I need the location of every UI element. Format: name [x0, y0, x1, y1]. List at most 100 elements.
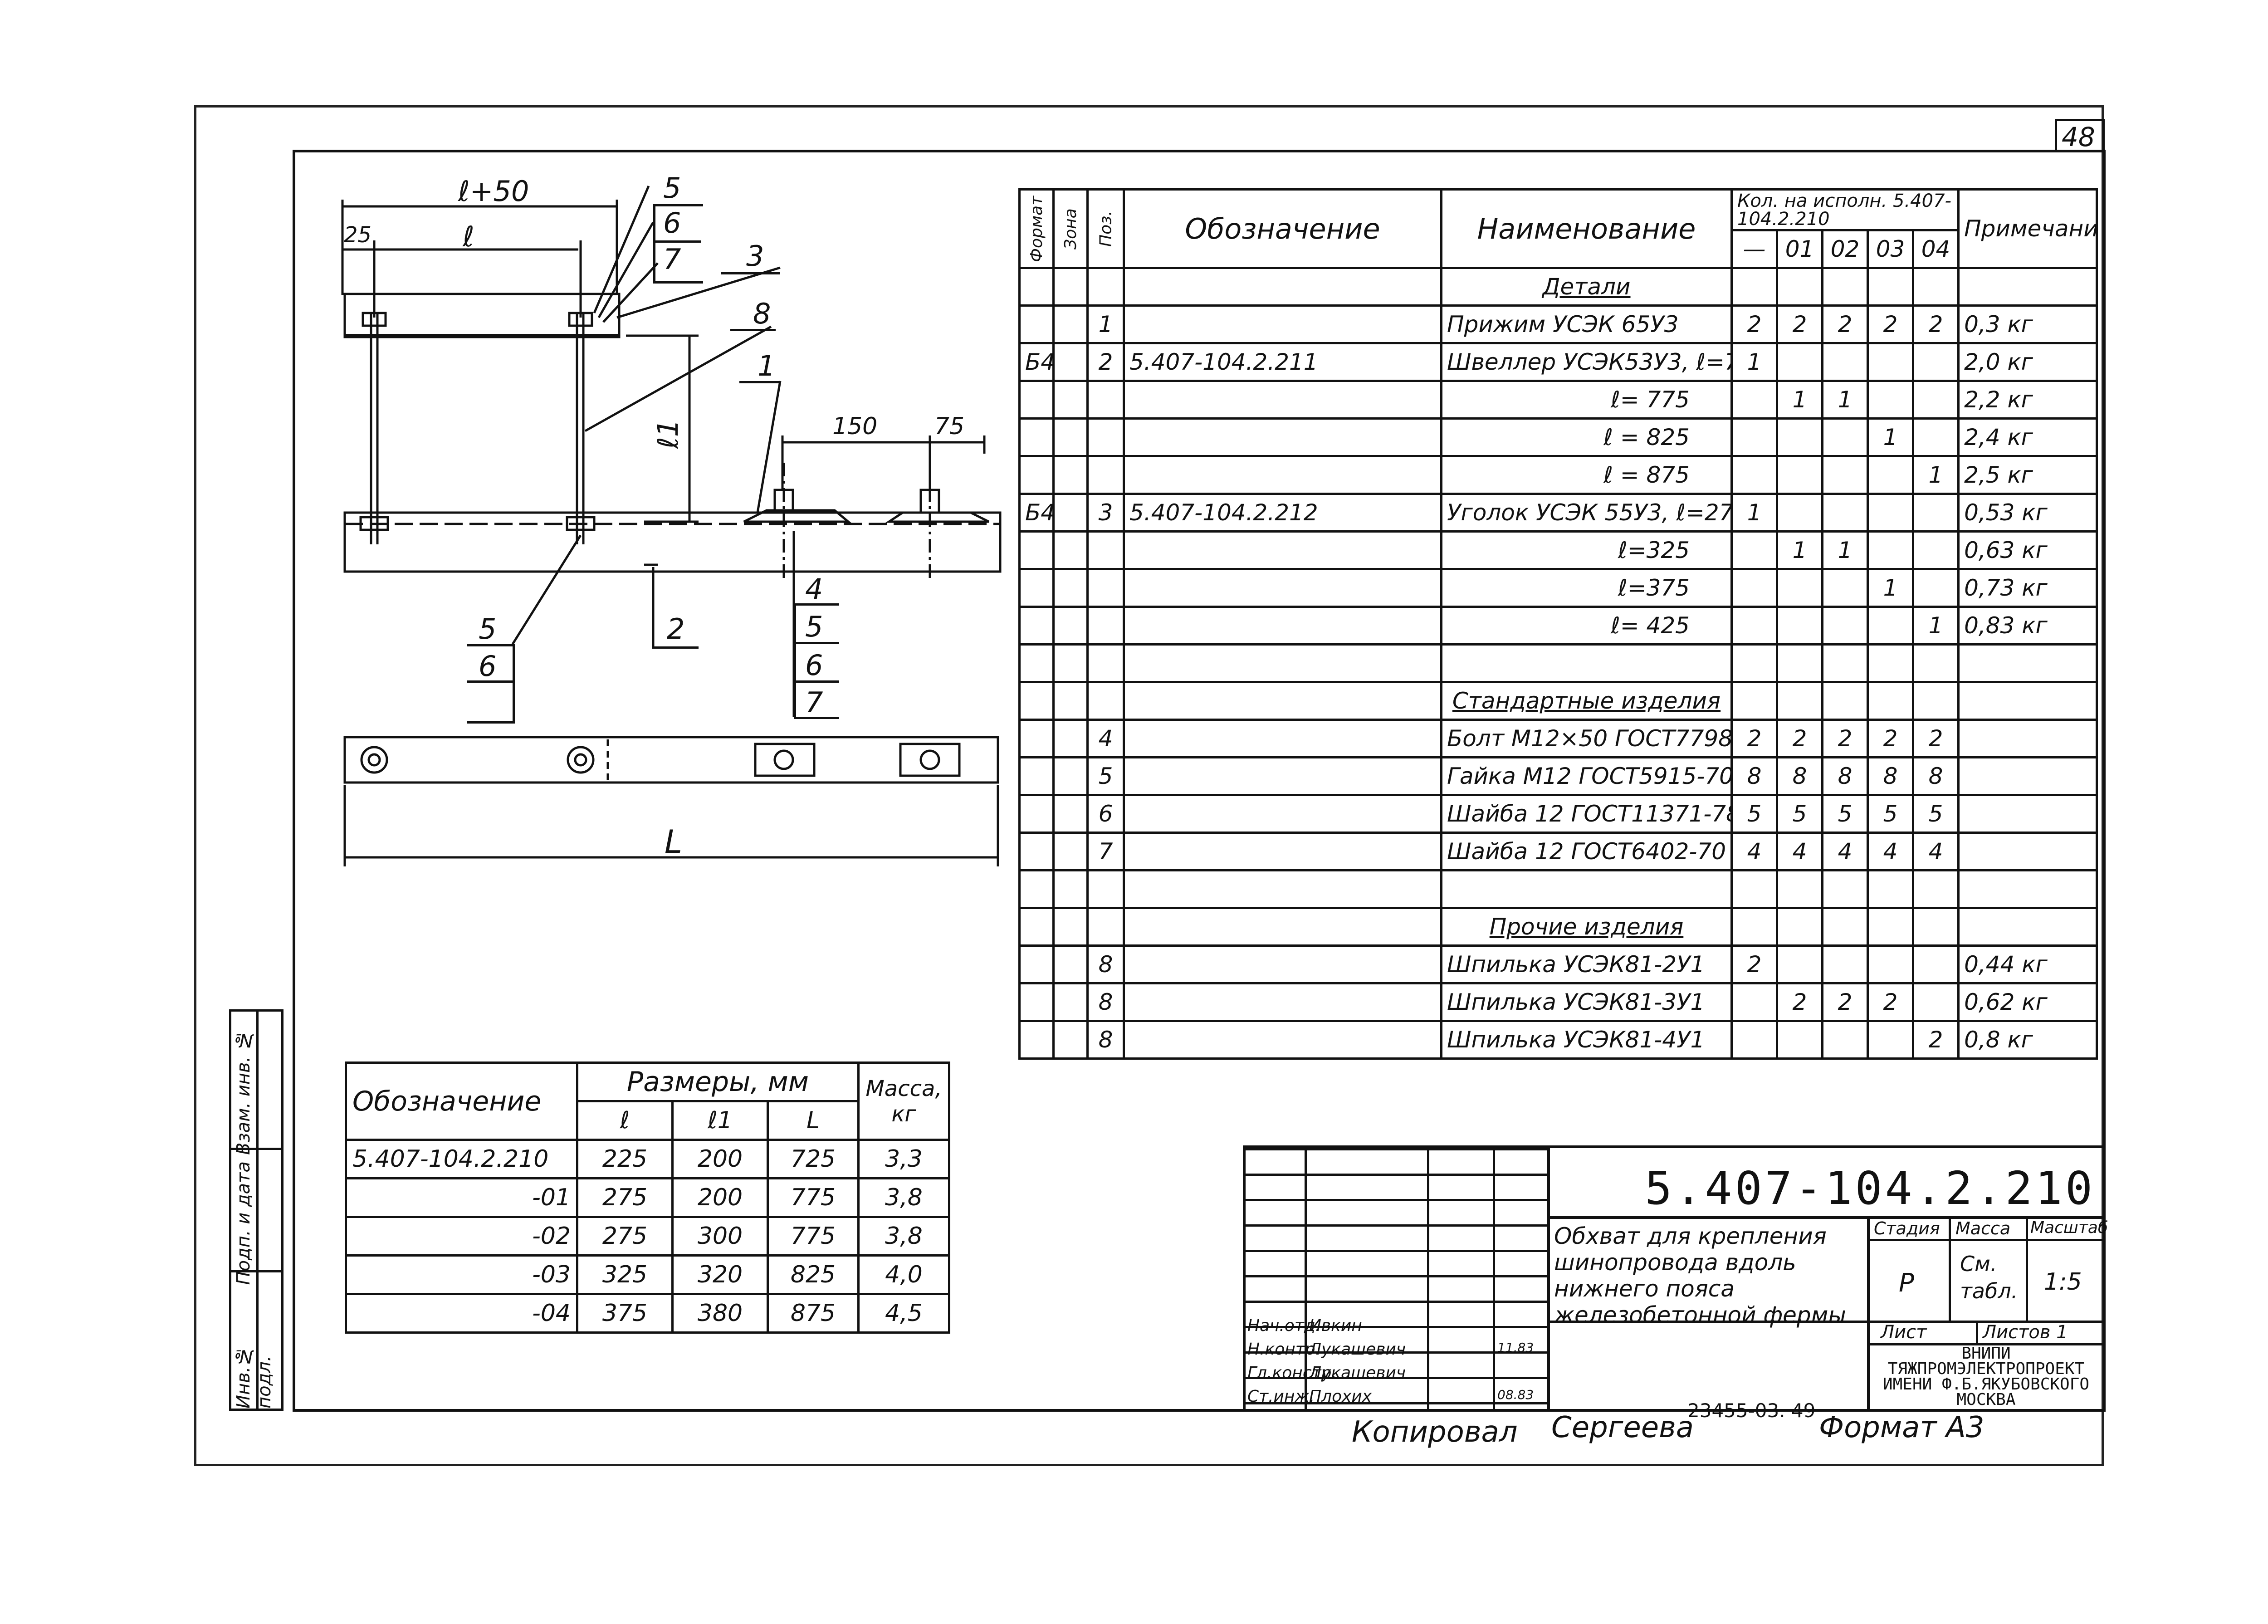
- spec-qty: 4: [1776, 832, 1823, 871]
- spec-qty: [1730, 380, 1778, 420]
- spec-designation: [1123, 568, 1442, 608]
- org-line: ИМЕНИ Ф.Б.ЯКУБОВСКОГО: [1882, 1375, 2090, 1394]
- spec-qty: [1776, 455, 1823, 495]
- spec-qty: [1776, 568, 1823, 608]
- spec-qty: [1867, 530, 1914, 570]
- spec-qty: [1911, 530, 1960, 570]
- spec-cell: [1730, 267, 1778, 307]
- spec-qty: 4: [1730, 832, 1778, 871]
- spec-qty: [1730, 568, 1778, 608]
- dim-l-plus-50: ℓ+50: [458, 175, 529, 208]
- dims-cell-l: 275: [576, 1177, 674, 1218]
- callout-8: 8: [753, 297, 771, 330]
- spec-cell: [1123, 681, 1442, 721]
- spec-cell: [1867, 643, 1914, 683]
- spec-cell: [1867, 869, 1914, 909]
- spec-note: 0,3 кг: [1957, 304, 2098, 344]
- spec-qty: [1911, 944, 1960, 984]
- spec-cell: [1730, 869, 1778, 909]
- dimensions-table: Обозначение Размеры, мм Масса, кг ℓ ℓ1 L…: [345, 1061, 950, 1334]
- angle-part: [343, 511, 1002, 573]
- spec-format: [1018, 832, 1055, 871]
- spec-cell: [1776, 681, 1823, 721]
- spec-name: ℓ=375: [1440, 568, 1733, 608]
- spec-format: Б4: [1018, 342, 1055, 382]
- spec-qty: 4: [1911, 832, 1960, 871]
- spec-cell: [1957, 681, 2098, 721]
- spec-qty: 2: [1867, 304, 1914, 344]
- spec-cell: [1821, 681, 1869, 721]
- spec-zone: [1052, 342, 1089, 382]
- spec-designation: [1123, 455, 1442, 495]
- spec-cell: [1123, 267, 1442, 307]
- spec-name: Гайка М12 ГОСТ5915-70*: [1440, 756, 1733, 796]
- spec-cell: [1957, 869, 2098, 909]
- spec-qty: 1: [1911, 606, 1960, 646]
- spec-designation: 5.407-104.2.212: [1123, 493, 1442, 533]
- dims-cell-m: 4,5: [857, 1293, 950, 1334]
- spec-qty: 1: [1911, 455, 1960, 495]
- spec-qty: 8: [1911, 756, 1960, 796]
- spec-zone: [1052, 756, 1089, 796]
- spec-zone: [1052, 944, 1089, 984]
- spec-cell: [1018, 267, 1055, 307]
- spec-pos: [1086, 606, 1125, 646]
- spec-qty: 2: [1776, 304, 1823, 344]
- signature-role: Ст.инж.: [1247, 1387, 1315, 1406]
- spec-qty: [1776, 342, 1823, 382]
- spec-qty: 1: [1821, 380, 1869, 420]
- spec-pos: [1086, 455, 1125, 495]
- spec-qty: [1821, 455, 1869, 495]
- callout-6-bl: 6: [479, 650, 497, 683]
- spec-cell: [1018, 907, 1055, 947]
- spec-qty: 2: [1776, 982, 1823, 1022]
- spec-cell: [1957, 643, 2098, 683]
- dims-cell-d: -04: [345, 1293, 578, 1334]
- spec-qty: [1867, 342, 1914, 382]
- spec-qty: 5: [1821, 794, 1869, 834]
- spec-qty: 2: [1730, 304, 1778, 344]
- spec-pos: 3: [1086, 493, 1125, 533]
- dims-cell-m: 4,0: [857, 1254, 950, 1295]
- drawing-code: 5.407-104.2.210: [1645, 1162, 2096, 1215]
- spec-cell: [1018, 869, 1055, 909]
- spec-pos: 7: [1086, 832, 1125, 871]
- dims-cell-l: 375: [576, 1293, 674, 1334]
- spec-cell: [1911, 907, 1960, 947]
- spec-qty: 1: [1776, 530, 1823, 570]
- spec-cell: [1086, 643, 1125, 683]
- dims-cell-l1: 320: [671, 1254, 769, 1295]
- scale-header: Масштаб: [2030, 1218, 2108, 1237]
- spec-name: Шпилька УСЭК81-4У1: [1440, 1020, 1733, 1060]
- spec-note: 0,73 кг: [1957, 568, 2098, 608]
- spec-qty: [1821, 944, 1869, 984]
- spec-cell: [1123, 869, 1442, 909]
- spec-zone: [1052, 719, 1089, 758]
- signature-role: Гл.констр.: [1247, 1364, 1337, 1382]
- spec-name: ℓ = 825: [1440, 417, 1733, 457]
- spec-qty: 2: [1911, 304, 1960, 344]
- spec-cell: [1776, 907, 1823, 947]
- dims-cell-L: 725: [767, 1139, 860, 1179]
- spec-qty: [1867, 944, 1914, 984]
- spec-cell: [1867, 267, 1914, 307]
- spec-pos: 8: [1086, 944, 1125, 984]
- spec-cell: [1730, 907, 1778, 947]
- spec-qty: [1911, 380, 1960, 420]
- spec-note: [1957, 756, 2098, 796]
- sheet-number-box: [2055, 119, 2105, 152]
- stage-value: Р: [1899, 1268, 1914, 1298]
- spec-zone: [1052, 455, 1089, 495]
- qty-col: 01: [1776, 229, 1823, 269]
